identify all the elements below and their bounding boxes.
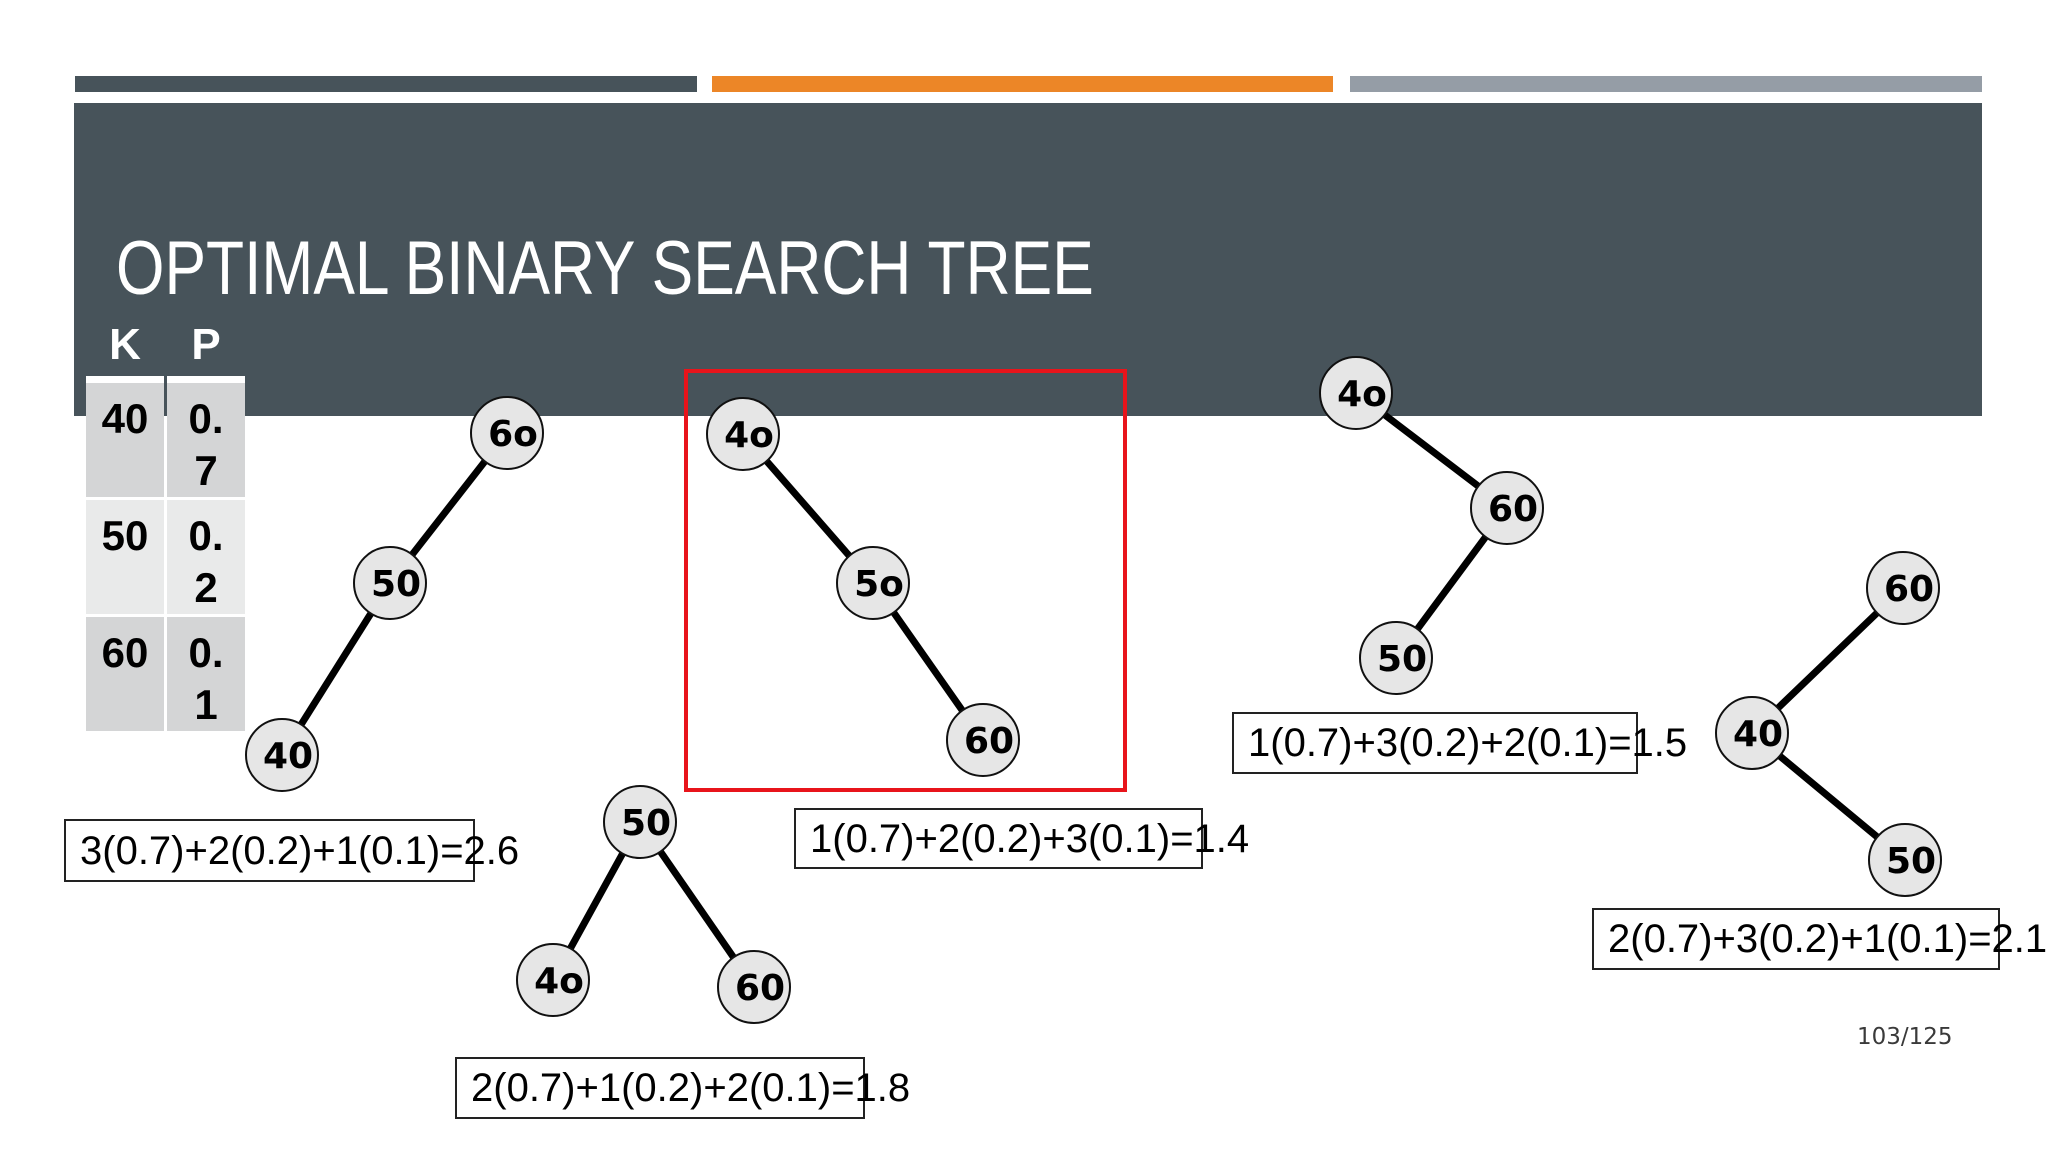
tree-node-label: 6o <box>488 414 538 455</box>
tree-node <box>1470 471 1544 545</box>
tree-node-label: 50 <box>1377 639 1427 680</box>
key-cell: 50 <box>86 500 164 617</box>
tree-node <box>717 950 791 1024</box>
tree-5: 60 40 50 <box>1715 551 1942 897</box>
accent-bar-dark <box>75 76 697 92</box>
accent-bar-orange <box>712 76 1333 92</box>
probability-table: K P 40 0.7 50 0.2 60 0.1 <box>83 314 248 734</box>
tree-node-label: 40 <box>1733 714 1783 755</box>
tree-node-label: 4o <box>534 961 584 1002</box>
tree-node-label: 50 <box>621 803 671 844</box>
tree-node <box>946 703 1020 777</box>
page-number: 103/125 <box>1857 1024 1953 1050</box>
table-row: 40 0.7 <box>86 383 245 500</box>
tree-node-label: 4o <box>1337 374 1387 415</box>
tree-node <box>1868 823 1942 897</box>
slide-header: OPTIMAL BINARY SEARCH TREE <box>74 103 1982 416</box>
cost-formula-tree4: 1(0.7)+3(0.2)+2(0.1)=1.5 <box>1232 712 1687 774</box>
accent-bar-grey <box>1350 76 1982 92</box>
tree-node-label: 60 <box>1488 489 1538 530</box>
tree-node-label: 50 <box>371 564 421 605</box>
tree-node <box>706 397 780 471</box>
tree-node-label: 60 <box>1884 569 1934 610</box>
key-cell: 40 <box>86 383 164 500</box>
probability-cell: 0.1 <box>167 617 245 734</box>
cost-formula-tree1: 3(0.7)+2(0.2)+1(0.1)=2.6 <box>64 819 519 882</box>
probability-cell: 0.2 <box>167 500 245 617</box>
tree-node <box>1866 551 1940 625</box>
tree-node <box>245 718 319 792</box>
cost-formula-tree2: 1(0.7)+2(0.2)+3(0.1)=1.4 <box>794 808 1249 869</box>
optimal-tree-highlight-box <box>684 369 1127 792</box>
tree-3: 50 4o 60 <box>516 785 791 1024</box>
tree-1: 6o 50 40 <box>245 396 544 792</box>
tree-node-label: 60 <box>735 968 785 1009</box>
table-header-k: K <box>86 314 164 383</box>
tree-node-label: 4o <box>724 415 774 456</box>
table-row: 50 0.2 <box>86 500 245 617</box>
tree-node <box>1359 621 1433 695</box>
tree-node <box>1319 356 1393 430</box>
tree-node <box>353 546 427 620</box>
tree-node <box>836 546 910 620</box>
tree-4: 4o 60 50 <box>1319 356 1544 695</box>
tree-node-label: 40 <box>263 736 313 777</box>
probability-cell: 0.7 <box>167 383 245 500</box>
tree-node <box>1715 696 1789 770</box>
cost-formula-tree3: 2(0.7)+1(0.2)+2(0.1)=1.8 <box>455 1057 910 1119</box>
tree-node <box>603 785 677 859</box>
tree-node <box>470 396 544 470</box>
key-cell: 60 <box>86 617 164 734</box>
table-header-p: P <box>167 314 245 383</box>
tree-node-label: 60 <box>964 721 1014 762</box>
slide-title: OPTIMAL BINARY SEARCH TREE <box>116 226 1094 311</box>
tree-node <box>516 943 590 1017</box>
tree-node-label: 5o <box>854 564 904 605</box>
table-row: 60 0.1 <box>86 617 245 734</box>
cost-formula-tree5: 2(0.7)+3(0.2)+1(0.1)=2.1 <box>1592 908 2047 970</box>
tree-2: 4o 5o 60 <box>706 397 1020 777</box>
tree-node-label: 50 <box>1886 841 1936 882</box>
